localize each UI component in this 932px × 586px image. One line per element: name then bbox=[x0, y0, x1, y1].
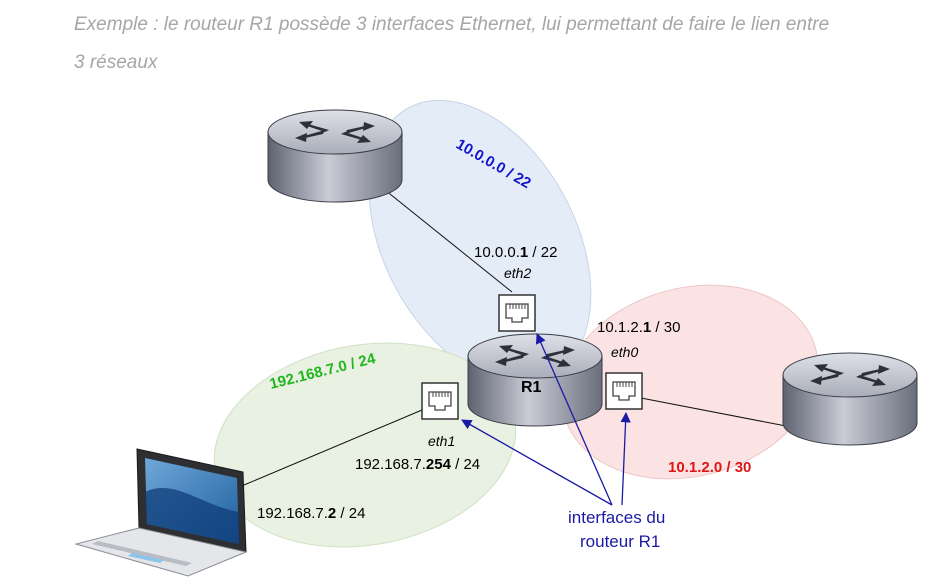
laptop-icon bbox=[74, 448, 248, 577]
cable-laptop bbox=[243, 409, 423, 486]
annotation-line-2: routeur R1 bbox=[580, 532, 660, 551]
router-top-icon bbox=[267, 109, 403, 203]
caption-line-2: 3 réseaux bbox=[74, 52, 158, 73]
eth2-name-label: eth2 bbox=[504, 265, 531, 281]
port-eth0-icon bbox=[605, 372, 643, 410]
annotation-line-1: interfaces du bbox=[568, 508, 665, 527]
cable-right-router bbox=[640, 397, 787, 427]
annotation-arrows bbox=[461, 333, 631, 506]
eth0-name-label: eth0 bbox=[611, 344, 638, 360]
eth0-ip-label: 10.1.2.1 / 30 bbox=[597, 319, 680, 336]
router-right-icon bbox=[782, 352, 918, 446]
caption: Exemple : le routeur R1 possède 3 interf… bbox=[74, 6, 924, 82]
router-r1-label: R1 bbox=[521, 379, 542, 396]
cable-top-router bbox=[384, 189, 513, 293]
eth1-name-label: eth1 bbox=[428, 433, 455, 449]
laptop-ip-label: 192.168.7.2 / 24 bbox=[257, 505, 365, 522]
port-eth2-icon bbox=[498, 294, 536, 332]
caption-line-1: Exemple : le routeur R1 possède 3 interf… bbox=[74, 14, 830, 35]
eth2-ip-label: 10.0.0.1 / 22 bbox=[474, 244, 557, 261]
network-label-red: 10.1.2.0 / 30 bbox=[668, 459, 751, 476]
port-eth1-icon bbox=[421, 382, 459, 420]
eth1-ip-label: 192.168.7.254 / 24 bbox=[355, 456, 480, 473]
